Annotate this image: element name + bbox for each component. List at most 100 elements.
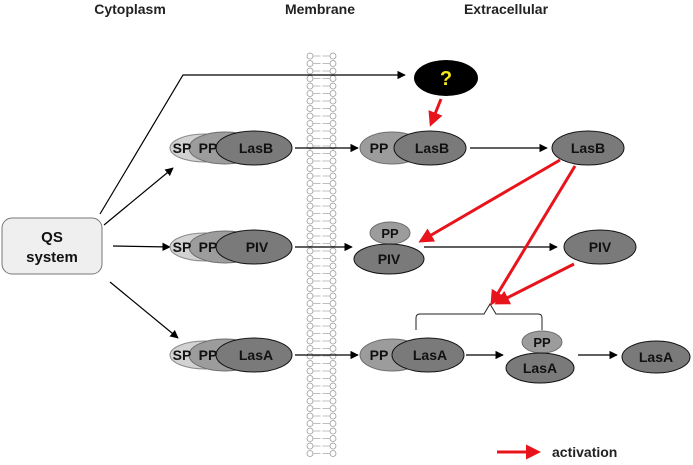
lipid-head (329, 420, 337, 427)
label-lasa: LasA (523, 360, 557, 376)
extra-pro-lasb: PP LasB (359, 130, 467, 166)
lipid-head (306, 285, 314, 292)
membrane-bilayer (306, 52, 337, 457)
lipid-head (306, 270, 314, 277)
lipid-head (329, 195, 337, 202)
cyto-lasb-precursor: SP PP LasB (169, 130, 293, 166)
lipid-head (329, 360, 337, 367)
lipid-head (329, 285, 337, 292)
lipid-head (306, 367, 314, 375)
label-piv: PIV (378, 251, 401, 267)
label-sp: SP (173, 239, 192, 255)
label-lasa: LasA (639, 349, 673, 365)
lipid-head (329, 315, 337, 322)
lipid-head (306, 442, 314, 450)
lipid-head (306, 397, 314, 405)
arrow-qs-to-lasb (103, 167, 174, 226)
lipid-head (329, 127, 337, 135)
activation-arrow-piv-to-lasa (494, 262, 575, 305)
lipid-head (329, 157, 337, 165)
lipid-head (329, 382, 337, 390)
unknown-factor: ? (414, 60, 478, 96)
lipid-head (329, 247, 337, 255)
lipid-head (329, 345, 337, 352)
lipid-head (306, 435, 314, 442)
cyto-lasa-precursor: SP PP LasA (169, 337, 293, 373)
lipid-head (306, 225, 314, 232)
label-pp: PP (199, 347, 218, 363)
lipid-head (306, 240, 314, 247)
legend: activation (497, 444, 617, 460)
lipid-head (306, 210, 314, 217)
lipid-head (329, 180, 337, 187)
legend-activation-label: activation (552, 444, 617, 460)
lipid-head (306, 255, 314, 262)
lipid-head (306, 300, 314, 307)
lipid-head (306, 352, 314, 360)
lipid-head (329, 52, 337, 60)
qs-label-line2: system (26, 249, 78, 266)
label-pp: PP (370, 347, 389, 363)
mature-lasa: LasA (621, 340, 691, 374)
lipid-head (306, 292, 314, 300)
question-mark-icon: ? (440, 68, 452, 90)
lipid-head (329, 442, 337, 450)
cyto-piv-precursor: SP PP PIV (169, 229, 293, 265)
lipid-head (306, 52, 314, 60)
lipid-head (329, 232, 337, 240)
lipid-head (306, 390, 314, 397)
label-sp: SP (173, 140, 192, 156)
lipid-head (306, 330, 314, 337)
qs-label-line1: QS (41, 229, 63, 246)
lipid-head (306, 360, 314, 367)
lipid-head (306, 75, 314, 82)
lipid-head (329, 300, 337, 307)
lipid-head (329, 60, 337, 67)
lipid-head (306, 345, 314, 352)
lipid-head (306, 180, 314, 187)
mature-lasb: LasB (551, 130, 625, 166)
lipid-head (329, 202, 337, 210)
lipid-head (306, 67, 314, 75)
extra-pro-piv: PP PIV (353, 221, 425, 275)
lipid-head (329, 172, 337, 180)
lipid-head (329, 210, 337, 217)
lipid-head (306, 322, 314, 330)
lipid-head (329, 307, 337, 315)
lipid-head (329, 225, 337, 232)
lipid-head (329, 352, 337, 360)
header-membrane: Membrane (285, 1, 355, 17)
lipid-head (329, 405, 337, 412)
lipid-head (306, 375, 314, 382)
label-piv: PIV (246, 239, 269, 255)
lipid-head (329, 427, 337, 435)
label-lasb: LasB (415, 140, 449, 156)
arrow-qs-to-piv (112, 242, 171, 252)
arrow-qs-to-lasa (109, 281, 179, 339)
lipid-head (329, 112, 337, 120)
lipid-head (329, 450, 337, 457)
activation-arrow-unknown-to-lasb (428, 98, 443, 127)
lipid-head (329, 255, 337, 262)
label-lasa: LasA (239, 347, 273, 363)
lipid-head (306, 202, 314, 210)
lipid-head (306, 337, 314, 345)
label-pp: PP (533, 335, 551, 350)
lipid-head (306, 277, 314, 285)
lipid-head (306, 420, 314, 427)
lipid-head (306, 315, 314, 322)
lipid-head (306, 120, 314, 127)
label-lasb: LasB (571, 140, 605, 156)
lipid-head (329, 120, 337, 127)
lipid-head (306, 127, 314, 135)
lipid-head (306, 165, 314, 172)
intermediate-lasa: PP LasA (505, 330, 575, 384)
lipid-head (306, 105, 314, 112)
arrow-qs-to-unknown (99, 70, 406, 215)
lipid-head (329, 397, 337, 405)
lipid-head (329, 292, 337, 300)
lipid-head (329, 67, 337, 75)
lipid-head (306, 172, 314, 180)
lipid-head (306, 247, 314, 255)
lipid-head (306, 427, 314, 435)
